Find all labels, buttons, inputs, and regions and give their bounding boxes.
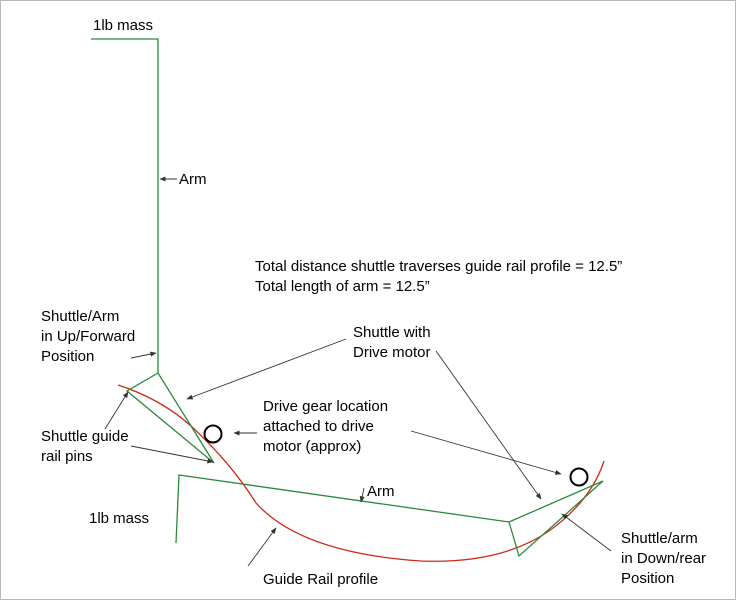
label-shuttle-down-1: Shuttle/arm bbox=[621, 530, 698, 547]
label-shuttle-up-1: Shuttle/Arm bbox=[41, 308, 119, 325]
label-drive-gear-1: Drive gear location bbox=[263, 398, 388, 415]
arm-up-line bbox=[91, 38, 159, 373]
label-drive-gear-3: motor (approx) bbox=[263, 438, 361, 455]
label-shuttle-drive-2: Drive motor bbox=[353, 344, 431, 361]
arrow-arm-bottom bbox=[359, 487, 365, 503]
label-guide-pins-2: rail pins bbox=[41, 448, 93, 465]
shuttle-down-triangle bbox=[508, 480, 604, 558]
label-shuttle-down-2: in Down/rear bbox=[621, 550, 706, 567]
arrow-guide-pin-up bbox=[104, 391, 129, 430]
label-shuttle-up-2: in Up/Forward bbox=[41, 328, 135, 345]
label-drive-gear-2: attached to drive bbox=[263, 418, 374, 435]
label-mass-bottom: 1lb mass bbox=[89, 510, 149, 527]
drive-gear-circle-down bbox=[569, 467, 589, 487]
label-guide-pins-1: Shuttle guide bbox=[41, 428, 129, 445]
arrow-shuttle-up bbox=[130, 351, 157, 359]
shuttle-up-triangle bbox=[125, 372, 215, 464]
label-info-line1: Total distance shuttle traverses guide r… bbox=[255, 258, 622, 275]
arrow-gear-down bbox=[410, 430, 562, 475]
arrow-guide-rail bbox=[247, 527, 277, 567]
arrow-shuttle-down bbox=[561, 513, 612, 552]
label-shuttle-up-3: Position bbox=[41, 348, 94, 365]
arrow-shuttle-drive-down bbox=[435, 350, 542, 500]
label-guide-rail: Guide Rail profile bbox=[263, 571, 378, 588]
drive-gear-circle-up bbox=[203, 424, 223, 444]
arrow-shuttle-drive-up bbox=[186, 338, 347, 400]
label-info-line2: Total length of arm = 12.5” bbox=[255, 278, 430, 295]
arrow-guide-pin-low bbox=[130, 445, 214, 464]
label-shuttle-down-3: Position bbox=[621, 570, 674, 587]
label-arm-bottom: Arm bbox=[367, 483, 395, 500]
arm-down-line bbox=[175, 474, 510, 544]
label-arm-top: Arm bbox=[179, 171, 207, 188]
label-mass-top: 1lb mass bbox=[93, 17, 153, 34]
label-shuttle-drive-1: Shuttle with bbox=[353, 324, 431, 341]
